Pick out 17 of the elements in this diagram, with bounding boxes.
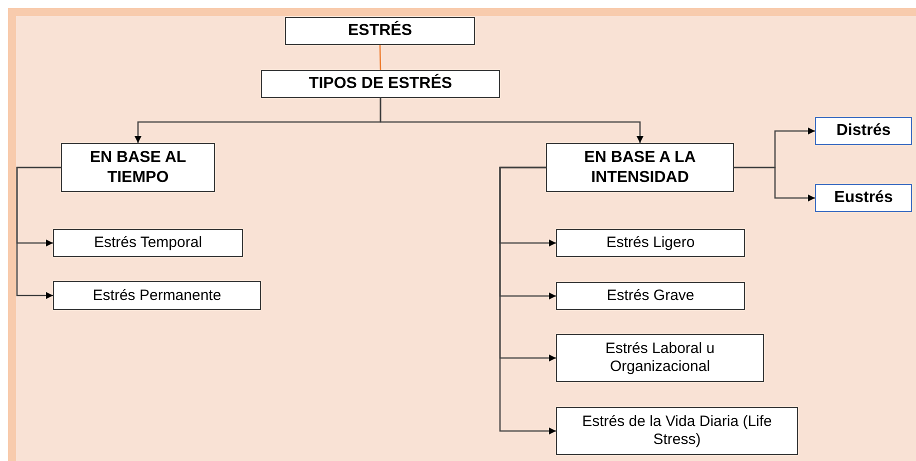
concept-box: TIPOS DE ESTRÉS [261, 70, 500, 98]
concept-box: Estrés Laboral u Organizacional [556, 334, 764, 382]
concept-box: Estrés Ligero [556, 229, 745, 257]
concept-box: Estrés Grave [556, 282, 745, 310]
concept-box: Estrés de la Vida Diaria (Life Stress) [556, 407, 798, 455]
connector-line [379, 44, 382, 70]
concept-box: EN BASE AL TIEMPO [61, 143, 215, 192]
arrow [380, 98, 644, 143]
concept-box: Estrés Permanente [53, 281, 261, 310]
arrow [16, 166, 61, 299]
concept-box: Distrés [815, 117, 912, 145]
arrow [499, 166, 556, 434]
arrow [734, 166, 815, 202]
concept-box: Eustrés [815, 184, 912, 212]
concept-box: ESTRÉS [285, 17, 475, 45]
concept-box: Estrés Temporal [53, 229, 243, 257]
concept-box: EN BASE A LA INTENSIDAD [546, 143, 734, 192]
